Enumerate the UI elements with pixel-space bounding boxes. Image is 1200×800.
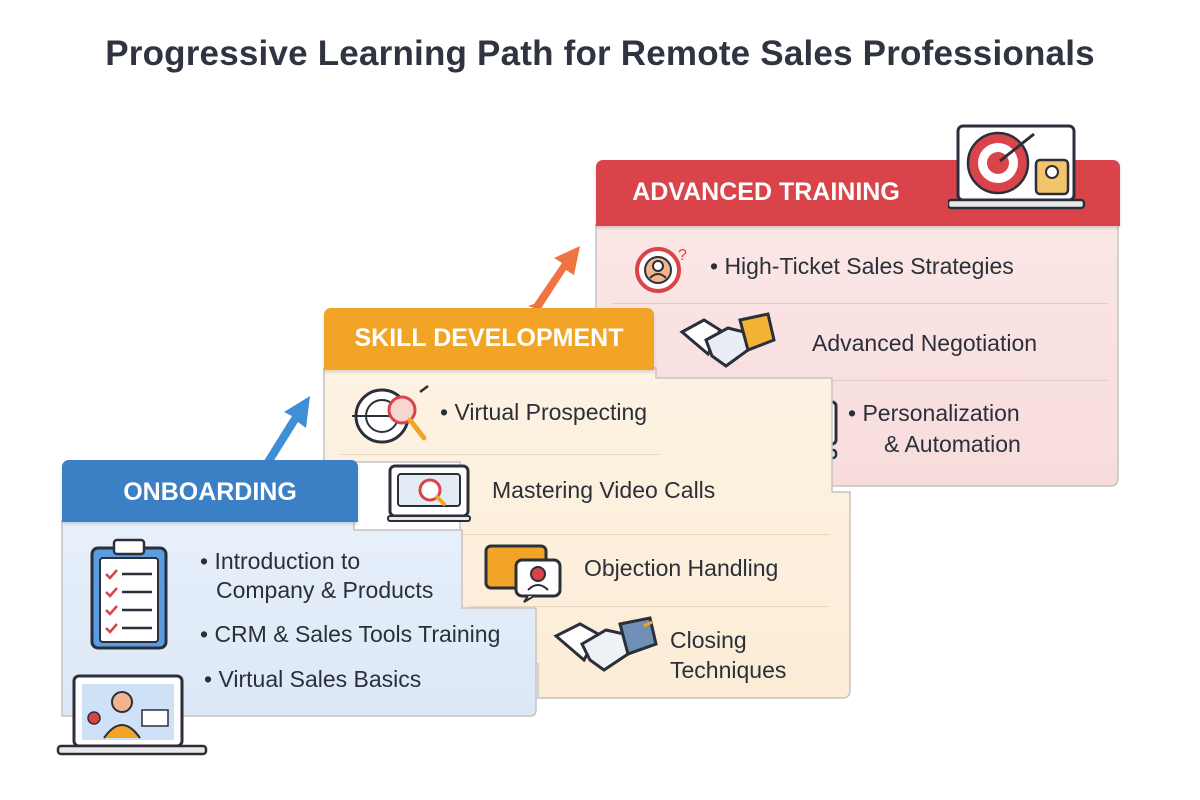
onboarding-panel-background bbox=[61, 519, 537, 717]
item-mastering-video-calls: Mastering Video Calls bbox=[492, 477, 716, 503]
item-virtual-prospecting: • Virtual Prospecting bbox=[440, 399, 648, 425]
video-call-screen-icon bbox=[387, 464, 471, 522]
item-high-ticket: • High-Ticket Sales Strategies bbox=[710, 253, 1014, 279]
stage-skill-development: SKILL DEVELOPMENT • Virtual Prospecting … bbox=[320, 308, 852, 700]
item-closing-line2: Techniques bbox=[670, 657, 787, 683]
progress-arrow-icon-blue bbox=[256, 396, 310, 470]
target-person-icon: ? bbox=[635, 247, 687, 293]
target-laptop-icon bbox=[948, 124, 1086, 210]
handshake-icon bbox=[553, 616, 658, 672]
onboarding-label: ONBOARDING bbox=[123, 478, 297, 506]
advanced-label: ADVANCED TRAINING bbox=[632, 178, 900, 206]
skill-separator bbox=[340, 454, 660, 455]
item-closing-line1: Closing bbox=[670, 627, 747, 653]
skill-separator bbox=[460, 534, 830, 535]
svg-text:?: ? bbox=[678, 247, 687, 264]
skill-separator bbox=[470, 606, 830, 607]
item-advanced-negotiation: Advanced Negotiation bbox=[812, 330, 1038, 356]
item-crm-training: • CRM & Sales Tools Training bbox=[200, 621, 501, 647]
item-virtual-sales-basics: • Virtual Sales Basics bbox=[204, 666, 422, 692]
page-title: Progressive Learning Path for Remote Sal… bbox=[105, 34, 1095, 73]
advanced-separator bbox=[712, 380, 1108, 381]
item-intro-line1: • Introduction to bbox=[200, 548, 361, 574]
handshake-gold-icon bbox=[679, 312, 776, 368]
item-intro-line2: Company & Products bbox=[216, 577, 434, 603]
laptop-video-presenter-icon bbox=[56, 674, 208, 756]
clipboard-checklist-icon bbox=[90, 538, 168, 650]
item-objection-handling: Objection Handling bbox=[584, 555, 779, 581]
progress-arrow-icon-orange bbox=[528, 246, 580, 310]
advanced-separator bbox=[612, 303, 1108, 304]
chat-person-icon bbox=[484, 544, 562, 603]
item-personalization-line1: • Personalization bbox=[848, 400, 1020, 426]
item-personalization-line2: & Automation bbox=[884, 431, 1021, 457]
skill-label: SKILL DEVELOPMENT bbox=[354, 324, 624, 352]
onboarding-tab: ONBOARDING bbox=[62, 460, 358, 522]
target-magnifier-icon bbox=[352, 385, 429, 444]
stage-onboarding: ONBOARDING • Introduction to Company & P… bbox=[56, 460, 540, 756]
skill-tab: SKILL DEVELOPMENT bbox=[324, 308, 654, 370]
